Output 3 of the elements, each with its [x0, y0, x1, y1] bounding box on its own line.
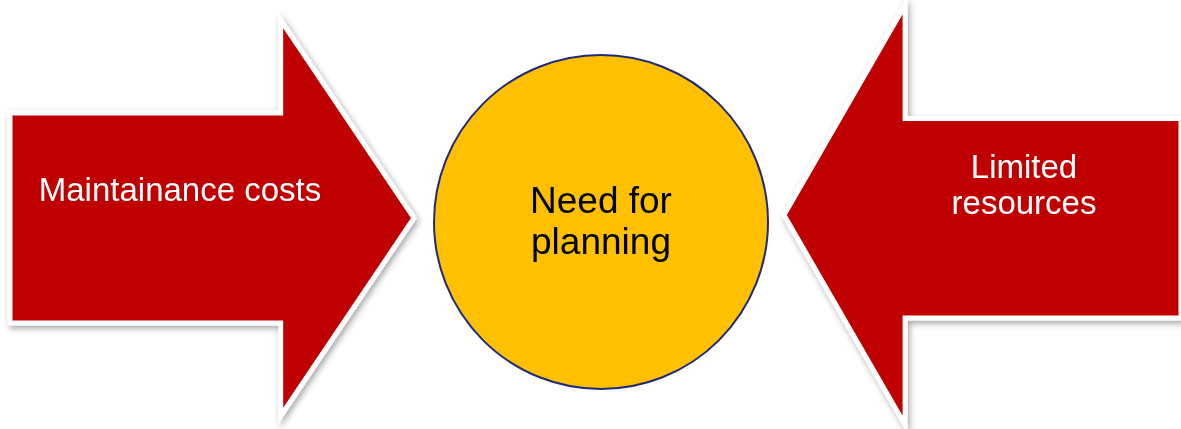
node-label: Need for planning [529, 181, 673, 263]
node-label: Maintainance costs [38, 171, 322, 209]
node-label: Limited resources [950, 148, 1098, 222]
